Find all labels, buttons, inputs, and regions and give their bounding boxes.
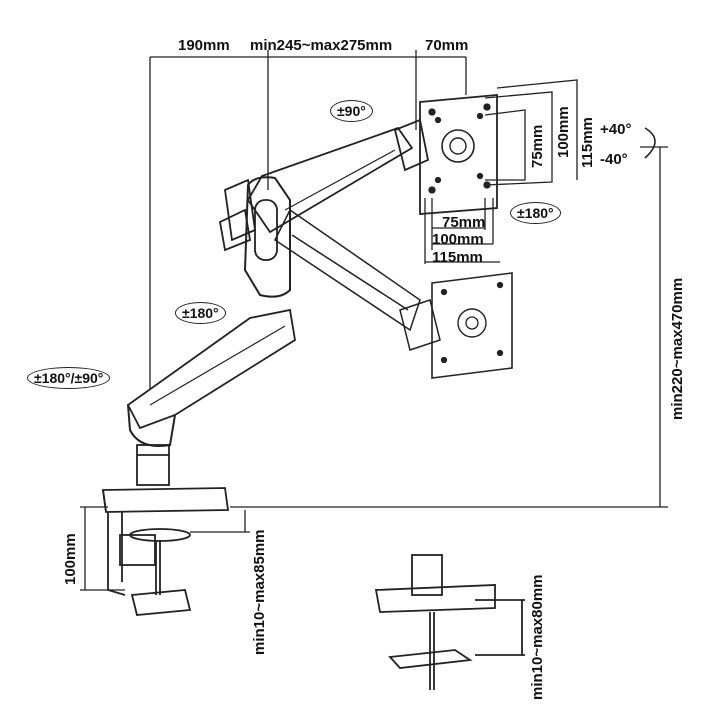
tilt-up-label: +40° xyxy=(600,121,632,138)
dim-grommet-range: min10~max80mm xyxy=(529,574,546,701)
vesa-75-bracket xyxy=(484,109,526,181)
dim-base-height: 100mm xyxy=(62,533,79,585)
dim-top-right: 70mm xyxy=(425,37,469,54)
dim-vesa-h-small: 75mm xyxy=(442,214,486,231)
tilt-down-label: -40° xyxy=(600,151,628,168)
mount-base xyxy=(101,444,230,513)
dim-vesa-h-mid: 100mm xyxy=(432,231,484,248)
vesa-plate-lower xyxy=(431,272,513,379)
dim-vesa-v-small: 75mm xyxy=(529,124,546,168)
vesa-100-bracket xyxy=(484,91,553,186)
lower-arm xyxy=(126,308,296,447)
rotation-elbow: ±180° xyxy=(175,302,226,324)
rotation-screen: ±180° xyxy=(510,202,561,224)
dim-clamp-range: min10~max85mm xyxy=(251,529,268,656)
dim-vesa-v-mid: 100mm xyxy=(555,106,572,158)
dim-height-range: min220~max470mm xyxy=(669,277,686,420)
rotation-base: ±180°/±90° xyxy=(27,367,111,389)
vesa-plate-upper xyxy=(419,94,498,215)
dim-vesa-h-large: 115mm xyxy=(432,249,483,266)
dim-vesa-v-large: 115mm xyxy=(579,117,596,168)
vesa-115-bracket xyxy=(496,79,578,180)
grommet-mount xyxy=(374,554,525,690)
lower-arm-ghost xyxy=(274,208,441,351)
tilt-arc xyxy=(644,127,656,159)
dim-top-left: 190mm xyxy=(178,37,230,54)
dim-top-middle: min245~max275mm xyxy=(250,37,393,54)
desk-clamp xyxy=(107,512,192,616)
rotation-head-swivel: ±90° xyxy=(330,100,373,122)
upper-arm xyxy=(218,118,430,298)
